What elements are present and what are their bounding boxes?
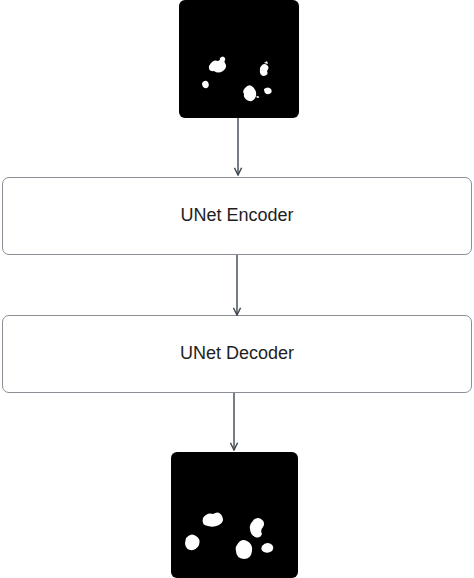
flow-arrow: [233, 393, 234, 450]
flow-arrow: [236, 255, 237, 315]
output-mask-image: [171, 452, 298, 578]
process-box: UNet Decoder: [2, 315, 472, 393]
box-label: UNet Decoder: [180, 343, 294, 365]
flow-arrow: [237, 118, 238, 175]
process-box: UNet Encoder: [2, 177, 472, 255]
input-mask-image: [179, 0, 299, 118]
box-label: UNet Encoder: [180, 205, 293, 227]
